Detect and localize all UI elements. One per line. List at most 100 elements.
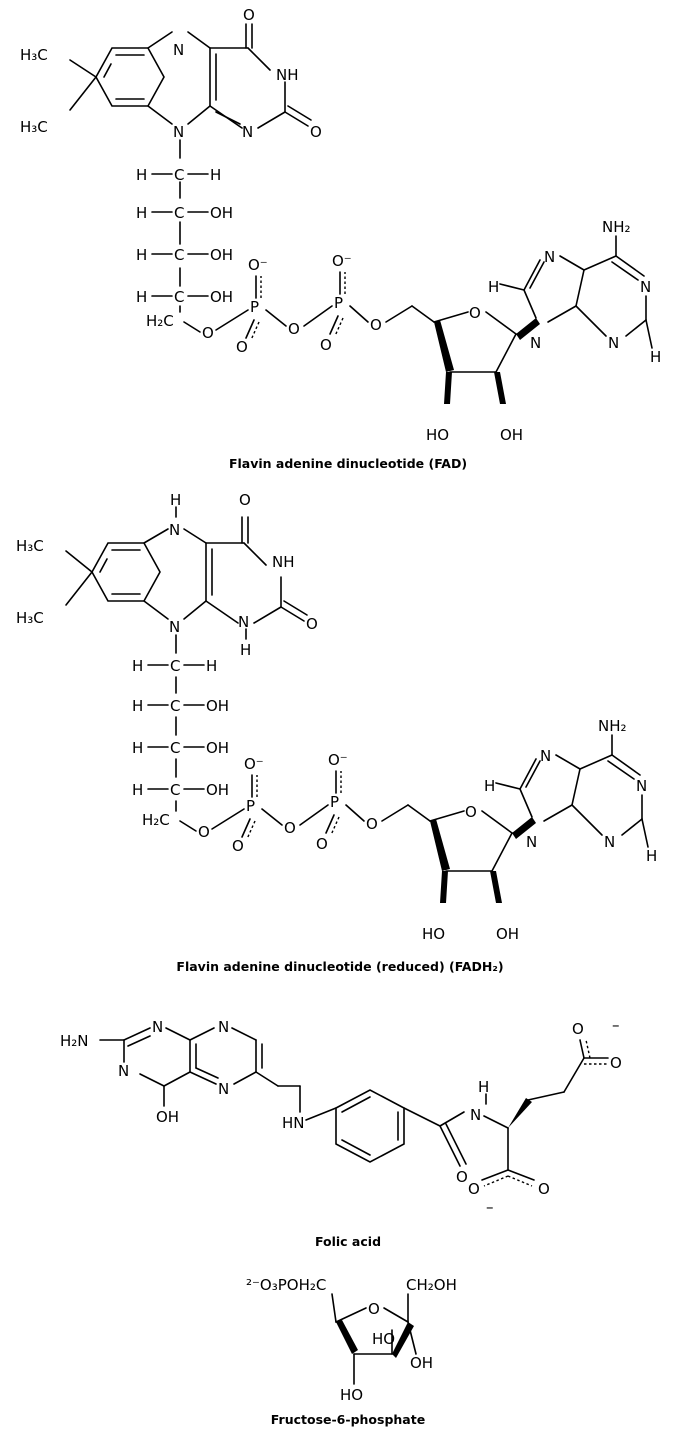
fadh2-adenine-n7: N	[540, 747, 551, 765]
fadh2-h: H	[132, 657, 143, 675]
fad-c3: C	[174, 246, 184, 264]
fad-adenine-n9: N	[530, 334, 541, 352]
fadh2-p1-o: O	[232, 837, 244, 855]
folic-gamma-o: O	[572, 1020, 584, 1038]
fad-adenine-h8: H	[488, 278, 499, 296]
fadh2-ester-o: O	[198, 823, 210, 841]
fad-adenine-h2: H	[650, 348, 661, 366]
fad-bridge-o: O	[288, 320, 300, 338]
fadh2-h: H	[132, 739, 143, 757]
fadh2-c3: C	[170, 739, 180, 757]
fadh2-oh: OH	[206, 697, 229, 715]
folic-alpha-o: O	[468, 1180, 480, 1198]
fadh2-bridge-o: O	[284, 819, 296, 837]
fad-adenine-nh2: NH₂	[602, 218, 631, 236]
fad-ribose-ring	[411, 305, 540, 404]
fad-p2-ominus: O⁻	[332, 252, 352, 270]
folic-n8: N	[218, 1018, 229, 1036]
folic-amide-h: H	[478, 1078, 489, 1096]
fad-diphosphate	[183, 271, 413, 341]
folic-acid-structure: H₂N N N N N OH HN	[60, 1016, 622, 1249]
folic-pteridine	[99, 1027, 301, 1107]
folic-amide	[403, 1093, 509, 1167]
fadh2-ribose-oh: OH	[496, 925, 519, 943]
fadh2-p1: P	[246, 797, 255, 815]
fadh2-n5-h: H	[170, 491, 181, 509]
f6p-ho: HO	[372, 1330, 395, 1348]
fadh2-n1: N	[238, 613, 249, 631]
fad-ester-o: O	[202, 324, 214, 342]
folic-n1: N	[118, 1062, 129, 1080]
folic-h2n: H₂N	[60, 1032, 89, 1050]
fad-methyl-2: H₃C	[20, 118, 48, 136]
fad-ribityl-chain	[151, 139, 209, 313]
fadh2-h: H	[132, 697, 143, 715]
fadh2-adenine-n9: N	[526, 833, 537, 851]
folic-n3: N	[152, 1018, 163, 1036]
fadh2-adenine	[495, 734, 649, 848]
fadh2-p1-ominus: O⁻	[244, 755, 264, 773]
fadh2-p2-ominus: O⁻	[328, 751, 348, 769]
fadh2-pyrimidine-ring	[205, 542, 282, 640]
f6p-phosphate-group: ²⁻O₃POH₂C	[246, 1276, 326, 1294]
fadh2-oh: OH	[206, 739, 229, 757]
f6p-caption: Fructose-6-phosphate	[271, 1412, 425, 1427]
fad-c2: C	[174, 204, 184, 222]
fad-p2-o: O	[320, 336, 332, 354]
fad-pyrazine-ring	[147, 31, 217, 125]
fad-methyl-bond-1	[69, 59, 97, 78]
fad-c4: C	[174, 288, 184, 306]
fadh2-adenine-n3: N	[604, 833, 615, 851]
fadh2-ribose-ho: HO	[422, 925, 445, 943]
fadh2-diphosphate	[179, 770, 409, 840]
fad-p2: P	[334, 294, 343, 312]
fad-c1: C	[174, 166, 184, 184]
fadh2-oh: OH	[206, 781, 229, 799]
fructose-6-phosphate-structure: ²⁻O₃POH₂C CH₂OH O HO OH HO Fructose-6-ph…	[246, 1276, 457, 1427]
fad-h: H	[136, 166, 147, 184]
f6p-oh: OH	[410, 1354, 433, 1372]
fad-h: H	[136, 288, 147, 306]
fadh2-n10: N	[169, 618, 180, 636]
fad-methyl-bond-2	[69, 76, 97, 111]
fadh2-h: H	[132, 781, 143, 799]
fad-adenine-n7: N	[544, 248, 555, 266]
fad-n1: N	[242, 123, 253, 141]
fadh2-n3h: NH	[272, 553, 295, 571]
fad-ribose-oh: OH	[500, 426, 523, 444]
fad-p1-ominus: O⁻	[248, 256, 268, 274]
fadh2-c1: C	[170, 657, 180, 675]
fad-oh: OH	[210, 246, 233, 264]
folic-caption: Folic acid	[315, 1234, 381, 1249]
fad-p1: P	[250, 298, 259, 316]
fad-ch2: H₂C	[146, 312, 174, 330]
fad-ribose-ho: HO	[426, 426, 449, 444]
fadh2-adenine-nh2: NH₂	[598, 717, 627, 735]
fadh2-benzene-ring	[91, 542, 161, 602]
fad-adenine-n1: N	[640, 278, 651, 296]
fad-ribose-o: O	[469, 304, 481, 322]
fad-h: H	[210, 166, 221, 184]
fad-o2: O	[310, 123, 322, 141]
fad-oh: OH	[210, 204, 233, 222]
fad-methyl-1: H₃C	[20, 46, 48, 64]
fadh2-p2-ester-o: O	[366, 815, 378, 833]
fadh2-n1-h: H	[240, 641, 251, 659]
f6p-furanose-ring	[331, 1293, 417, 1385]
fad-n3h: NH	[276, 66, 299, 84]
fad-p1-o: O	[236, 338, 248, 356]
fadh2-structure: H₃C H₃C H N N O NH N H O	[16, 491, 657, 974]
folic-amide-n: N	[470, 1106, 481, 1124]
fad-caption: Flavin adenine dinucleotide (FAD)	[229, 456, 467, 471]
fadh2-methyl-1: H₃C	[16, 537, 44, 555]
folic-glutamate	[481, 1039, 609, 1187]
fad-n5: N	[173, 41, 184, 59]
folic-oh: OH	[156, 1108, 179, 1126]
fadh2-c2: C	[170, 697, 180, 715]
fadh2-c4: C	[170, 781, 180, 799]
fad-n10: N	[173, 123, 184, 141]
fad-p2-ester-o: O	[370, 316, 382, 334]
f6p-ch2oh: CH₂OH	[406, 1276, 457, 1294]
folic-amine-bond	[305, 1107, 337, 1121]
